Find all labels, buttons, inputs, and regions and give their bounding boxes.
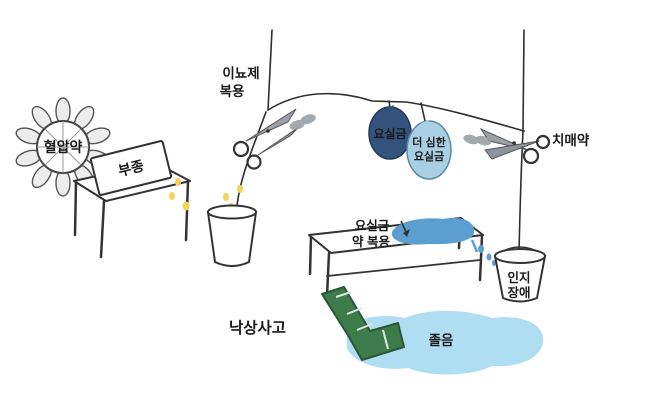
scissor-handle-ring — [232, 140, 250, 158]
mat-seam — [335, 291, 352, 298]
drop-icon — [182, 201, 190, 211]
moth-wing — [475, 135, 492, 146]
scissor-handle-ring — [246, 154, 262, 170]
water-run — [470, 239, 479, 253]
label-hypertension-med: 혈압약 — [44, 139, 83, 155]
label-incontinence-med-line1: 요실금 — [355, 218, 390, 233]
drop-icon — [492, 260, 496, 266]
table-crossbar — [326, 259, 481, 277]
table-leg — [99, 199, 106, 259]
edema-card: 부종 — [89, 140, 173, 196]
mat-seam — [356, 323, 373, 331]
gray-moth-icon — [463, 134, 492, 146]
scissor-pivot — [266, 129, 270, 133]
label-edema: 부종 — [117, 157, 146, 179]
balloon-knot — [421, 120, 429, 128]
string-right-vertical — [522, 29, 525, 132]
scissor-handle-ring — [535, 134, 551, 150]
water-blob — [391, 218, 475, 245]
water-spill — [391, 218, 496, 266]
table-leg — [325, 251, 331, 298]
fallen-mat — [321, 286, 405, 361]
pointer-arrow-icon — [400, 220, 410, 237]
incontinence-balloon: 요실금 — [368, 105, 412, 160]
drop-icon — [486, 253, 492, 261]
scissors-right-icon — [479, 127, 551, 165]
drop-icon — [223, 193, 229, 201]
edema-card-shape — [89, 140, 173, 196]
table-leg — [478, 234, 484, 282]
string-sag-line — [267, 92, 525, 132]
bucket-body — [493, 255, 547, 303]
mat-shape — [321, 286, 405, 361]
scissor-pivot — [512, 141, 516, 145]
mat-seam — [382, 329, 389, 350]
label-severe-incontinence-line2: 요실금 — [414, 149, 444, 163]
drop-icon — [478, 245, 484, 253]
label-incontinence-med-line2: 약 복용 — [352, 234, 390, 249]
bucket-rim — [494, 248, 546, 264]
bucket-body — [206, 211, 258, 267]
gear-spoke — [44, 128, 82, 166]
gray-moth-icon — [289, 114, 316, 130]
left-bucket — [206, 204, 258, 267]
label-incontinence: 요실금 — [373, 126, 406, 141]
severe-incontinence-balloon: 더 심한 요실금 — [406, 120, 452, 180]
label-diuretic-line1: 이뇨제 — [222, 65, 259, 81]
moth-wing — [300, 114, 316, 125]
table-leg — [308, 234, 313, 276]
scissor-handle-ring — [522, 147, 540, 165]
label-dementia-med: 치매약 — [552, 132, 590, 148]
label-drowsiness: 졸음 — [429, 333, 454, 348]
drop-icon — [237, 185, 243, 193]
string-left-vertical — [267, 29, 273, 111]
scissor-blade — [484, 140, 540, 160]
label-cognitive-line2: 장애 — [507, 285, 530, 300]
scissor-blade — [257, 126, 300, 156]
right-bucket: 인지 장애 — [493, 246, 547, 303]
scissors-left-icon — [232, 108, 300, 170]
sun-gear-icon: 혈압약 — [15, 97, 111, 197]
balloon-string-light — [420, 102, 426, 122]
table-leg — [73, 180, 78, 237]
drop-icon — [169, 192, 175, 200]
label-diuretic-line2: 복용 — [220, 84, 245, 99]
moth-wing — [463, 134, 480, 145]
pointer-line — [400, 220, 407, 233]
label-fall-accident: 낙상사고 — [229, 319, 286, 337]
label-cognitive-line1: 인지 — [507, 270, 530, 285]
pointer-head — [403, 229, 410, 237]
table-leg — [184, 180, 190, 242]
drop-icon — [175, 178, 181, 186]
mat-seam — [346, 307, 363, 315]
balloon-knot — [386, 105, 394, 112]
balloon-light-shape — [406, 120, 452, 180]
label-severe-incontinence-line1: 더 심한 — [412, 135, 445, 149]
bucket-rim — [207, 204, 257, 220]
